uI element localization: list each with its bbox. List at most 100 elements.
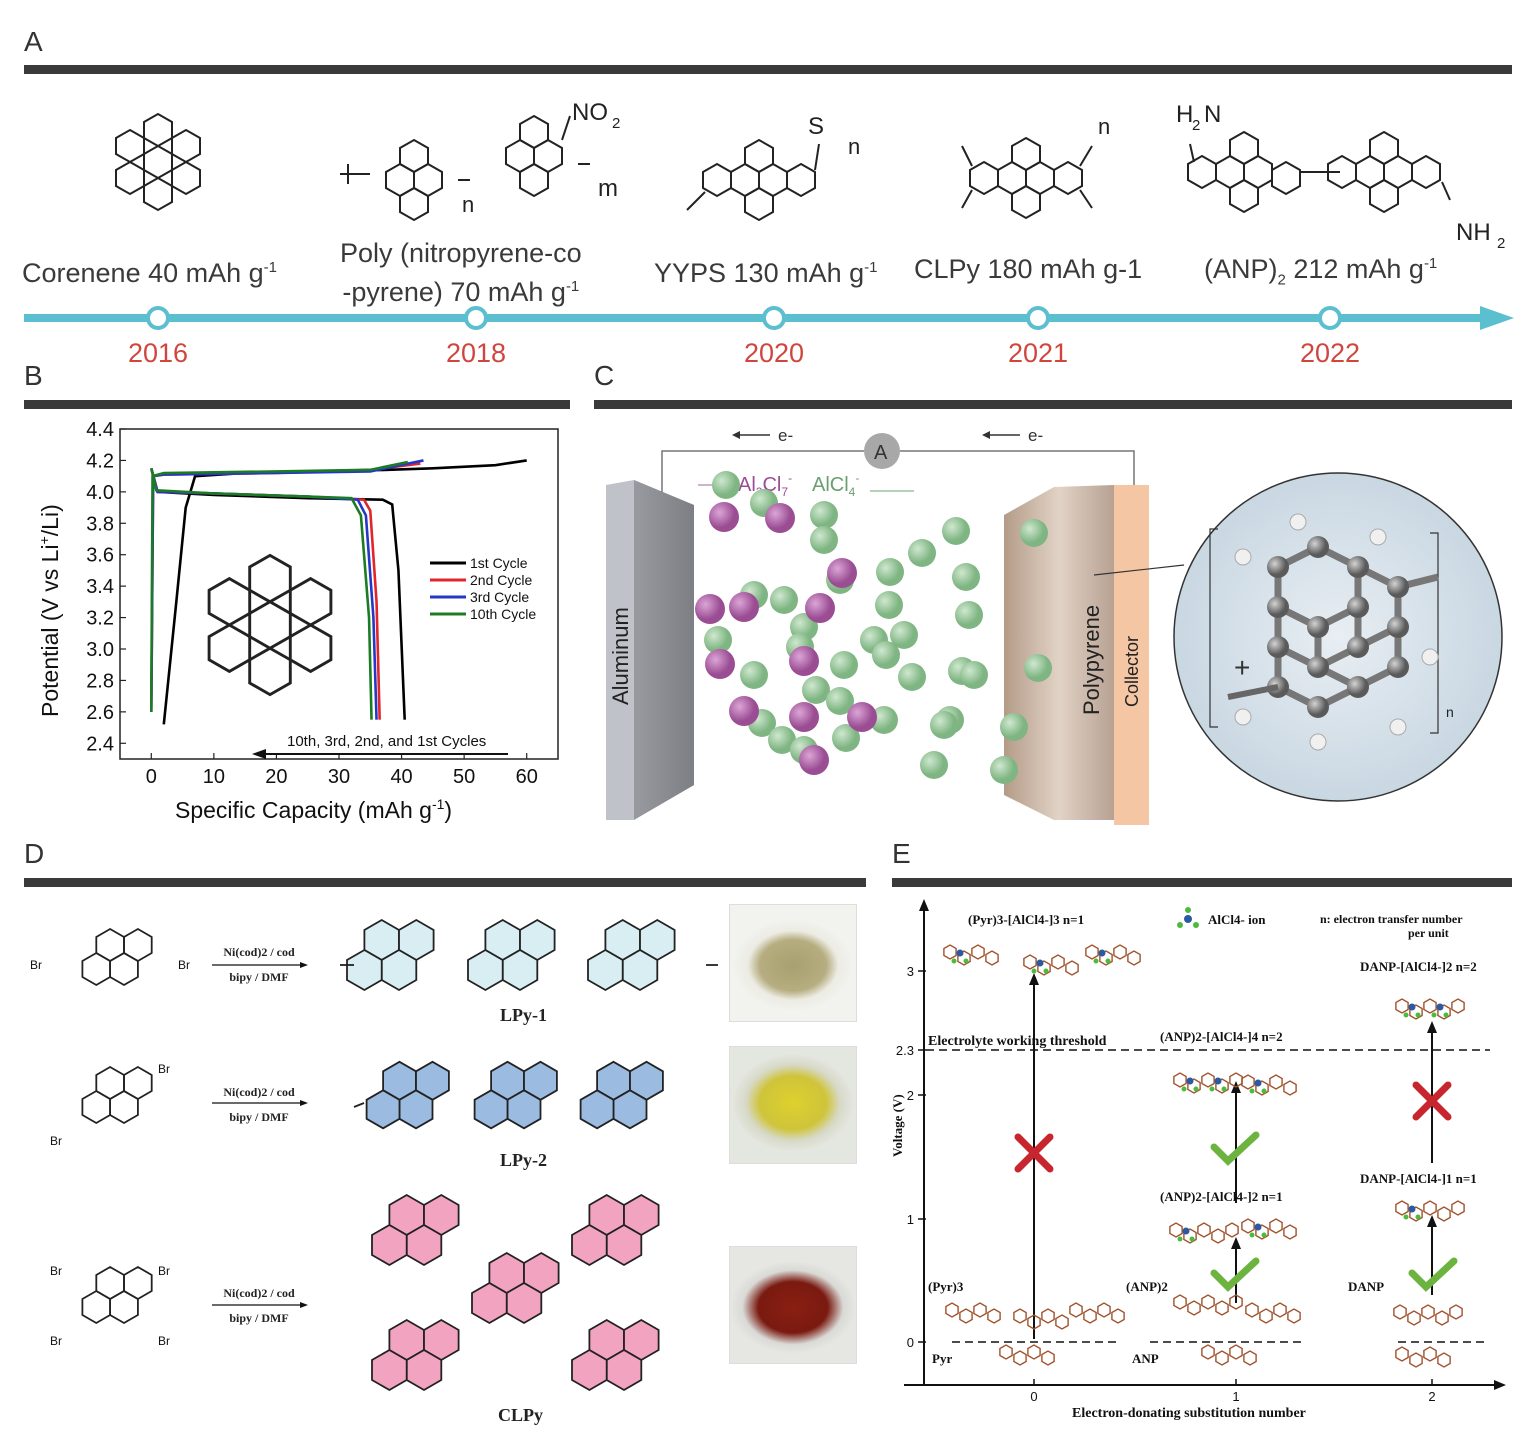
legend-label: 10th Cycle <box>470 606 536 622</box>
year-2020: 2020 <box>743 338 805 368</box>
svg-text:2: 2 <box>1192 117 1200 134</box>
x-tick-label: 40 <box>390 766 412 788</box>
y-tick-label: 3.4 <box>86 576 114 598</box>
molecule-sketch <box>1069 1302 1125 1324</box>
carbon-atom <box>1387 656 1409 678</box>
carbon-atom <box>1347 596 1369 618</box>
hydrogen-atom <box>1289 513 1307 531</box>
al2cl7-ion <box>709 502 739 532</box>
polypyrene-label: Polypyrene <box>1079 605 1104 715</box>
timeline-label-coronene: Corenene 40 mAh g-1 <box>22 258 277 288</box>
lpy1-polymer <box>340 918 718 992</box>
series-line-10th-cycle <box>149 460 409 712</box>
molecule-sketch <box>945 1302 1001 1324</box>
panel-label-c: C <box>594 360 615 391</box>
cross-mark-danp <box>1412 1081 1452 1121</box>
y-tick-label: 4.2 <box>86 450 114 472</box>
br-label: Br <box>50 1334 62 1348</box>
panel-c-rule <box>594 400 1512 409</box>
y-tick-label: 3.2 <box>86 608 114 630</box>
molecule-sketch <box>1169 1222 1239 1244</box>
al2cl7-ion <box>729 696 759 726</box>
alcl4-ion <box>770 586 798 614</box>
al2cl7-ion <box>799 745 829 775</box>
al2cl7-ion <box>789 646 819 676</box>
al2cl7-ion <box>705 649 735 679</box>
br-label: Br <box>50 1134 62 1148</box>
al2cl7-ion <box>827 558 857 588</box>
alcl4-label: AlCl4- <box>812 471 859 499</box>
molecule-sketch <box>1395 998 1465 1020</box>
alcl4-ion <box>875 591 903 619</box>
alcl4-ion <box>1020 519 1048 547</box>
year-2018: 2018 <box>445 338 507 368</box>
y-tick-label: 3.6 <box>86 545 114 567</box>
alcl4-ion <box>740 661 768 689</box>
e-y-tick: 2 <box>907 1088 914 1103</box>
svg-text:H: H <box>1176 101 1193 128</box>
timeline-label-anp2: (ANP)2 212 mAh g-1 <box>1204 254 1438 289</box>
lpy2-polymer <box>353 1060 664 1130</box>
al2cl7-ion <box>695 594 725 624</box>
panel-b-rule <box>24 400 570 409</box>
molecule-sketch <box>1173 1294 1243 1316</box>
x-tick-label: 50 <box>453 766 475 788</box>
alcl4-ion <box>768 726 796 754</box>
hydrogen-atom <box>1369 528 1387 546</box>
alcl4-ion <box>890 621 918 649</box>
molecule-sketch <box>1395 1346 1451 1368</box>
year-2021: 2021 <box>1007 338 1069 368</box>
carbon-atom <box>1347 556 1369 578</box>
x-tick-label: 60 <box>516 766 538 788</box>
svg-text:e-: e- <box>778 426 793 445</box>
battery-schematic: A e- e- Aluminum Polypyrene Collector Al… <box>606 426 1503 825</box>
hydrogen-atom <box>1234 708 1252 726</box>
alcl4-ion <box>960 661 988 689</box>
y-tick-label: 4.0 <box>86 482 114 504</box>
al2cl7-ion <box>765 503 795 533</box>
x-tick-label: 10 <box>203 766 225 788</box>
svg-text:per unit: per unit <box>1408 926 1449 940</box>
molecule-sketch <box>1245 1302 1301 1324</box>
clpy-timeline-structure <box>961 137 1093 219</box>
panel-label-d: D <box>24 838 45 869</box>
anp2-structure <box>1187 131 1451 213</box>
al2cl7-ion <box>805 593 835 623</box>
alcl4-ion <box>1024 654 1052 682</box>
svg-text:2: 2 <box>612 115 620 132</box>
carbon-atom <box>1347 636 1369 658</box>
carbon-atom <box>1307 696 1329 718</box>
panel-a-rule <box>24 65 1512 74</box>
clpy-network <box>371 1193 660 1392</box>
e-x-tick: 1 <box>1232 1389 1239 1404</box>
svg-text:(ANP)2: (ANP)2 <box>1126 1279 1168 1294</box>
svg-text:NO: NO <box>572 99 608 126</box>
alcl4-ion <box>952 563 980 591</box>
alcl4-ion <box>876 558 904 586</box>
panel-label-b: B <box>24 360 43 391</box>
al2cl7-ion <box>729 592 759 622</box>
alcl4-ion <box>810 526 838 554</box>
svg-text:e-: e- <box>1028 426 1043 445</box>
al2cl7-ion <box>789 702 819 732</box>
svg-text:n: n <box>1446 704 1454 720</box>
x-axis-label: Specific Capacity (mAh g-1) <box>175 796 452 823</box>
year-2022: 2022 <box>1299 338 1361 368</box>
svg-text:2: 2 <box>1497 235 1505 252</box>
x-tick-label: 20 <box>265 766 287 788</box>
br-label: Br <box>30 958 42 972</box>
molecule-sketch <box>1085 944 1141 966</box>
panel-a-structures: NO 2 n m S n n H 2 N NH 2 <box>115 99 1505 252</box>
carbon-atom <box>1267 596 1289 618</box>
carbon-atom <box>1307 536 1329 558</box>
y-tick-label: 3.8 <box>86 513 114 535</box>
clpy-powder-photo <box>729 1246 857 1364</box>
ammeter <box>864 433 900 469</box>
e-y-tick: 2.3 <box>896 1043 914 1058</box>
svg-text:NH: NH <box>1456 219 1491 246</box>
svg-text:(ANP)2-[AlCl4-]2 n=1: (ANP)2-[AlCl4-]2 n=1 <box>1160 1189 1283 1204</box>
e-x-tick: 0 <box>1030 1389 1037 1404</box>
